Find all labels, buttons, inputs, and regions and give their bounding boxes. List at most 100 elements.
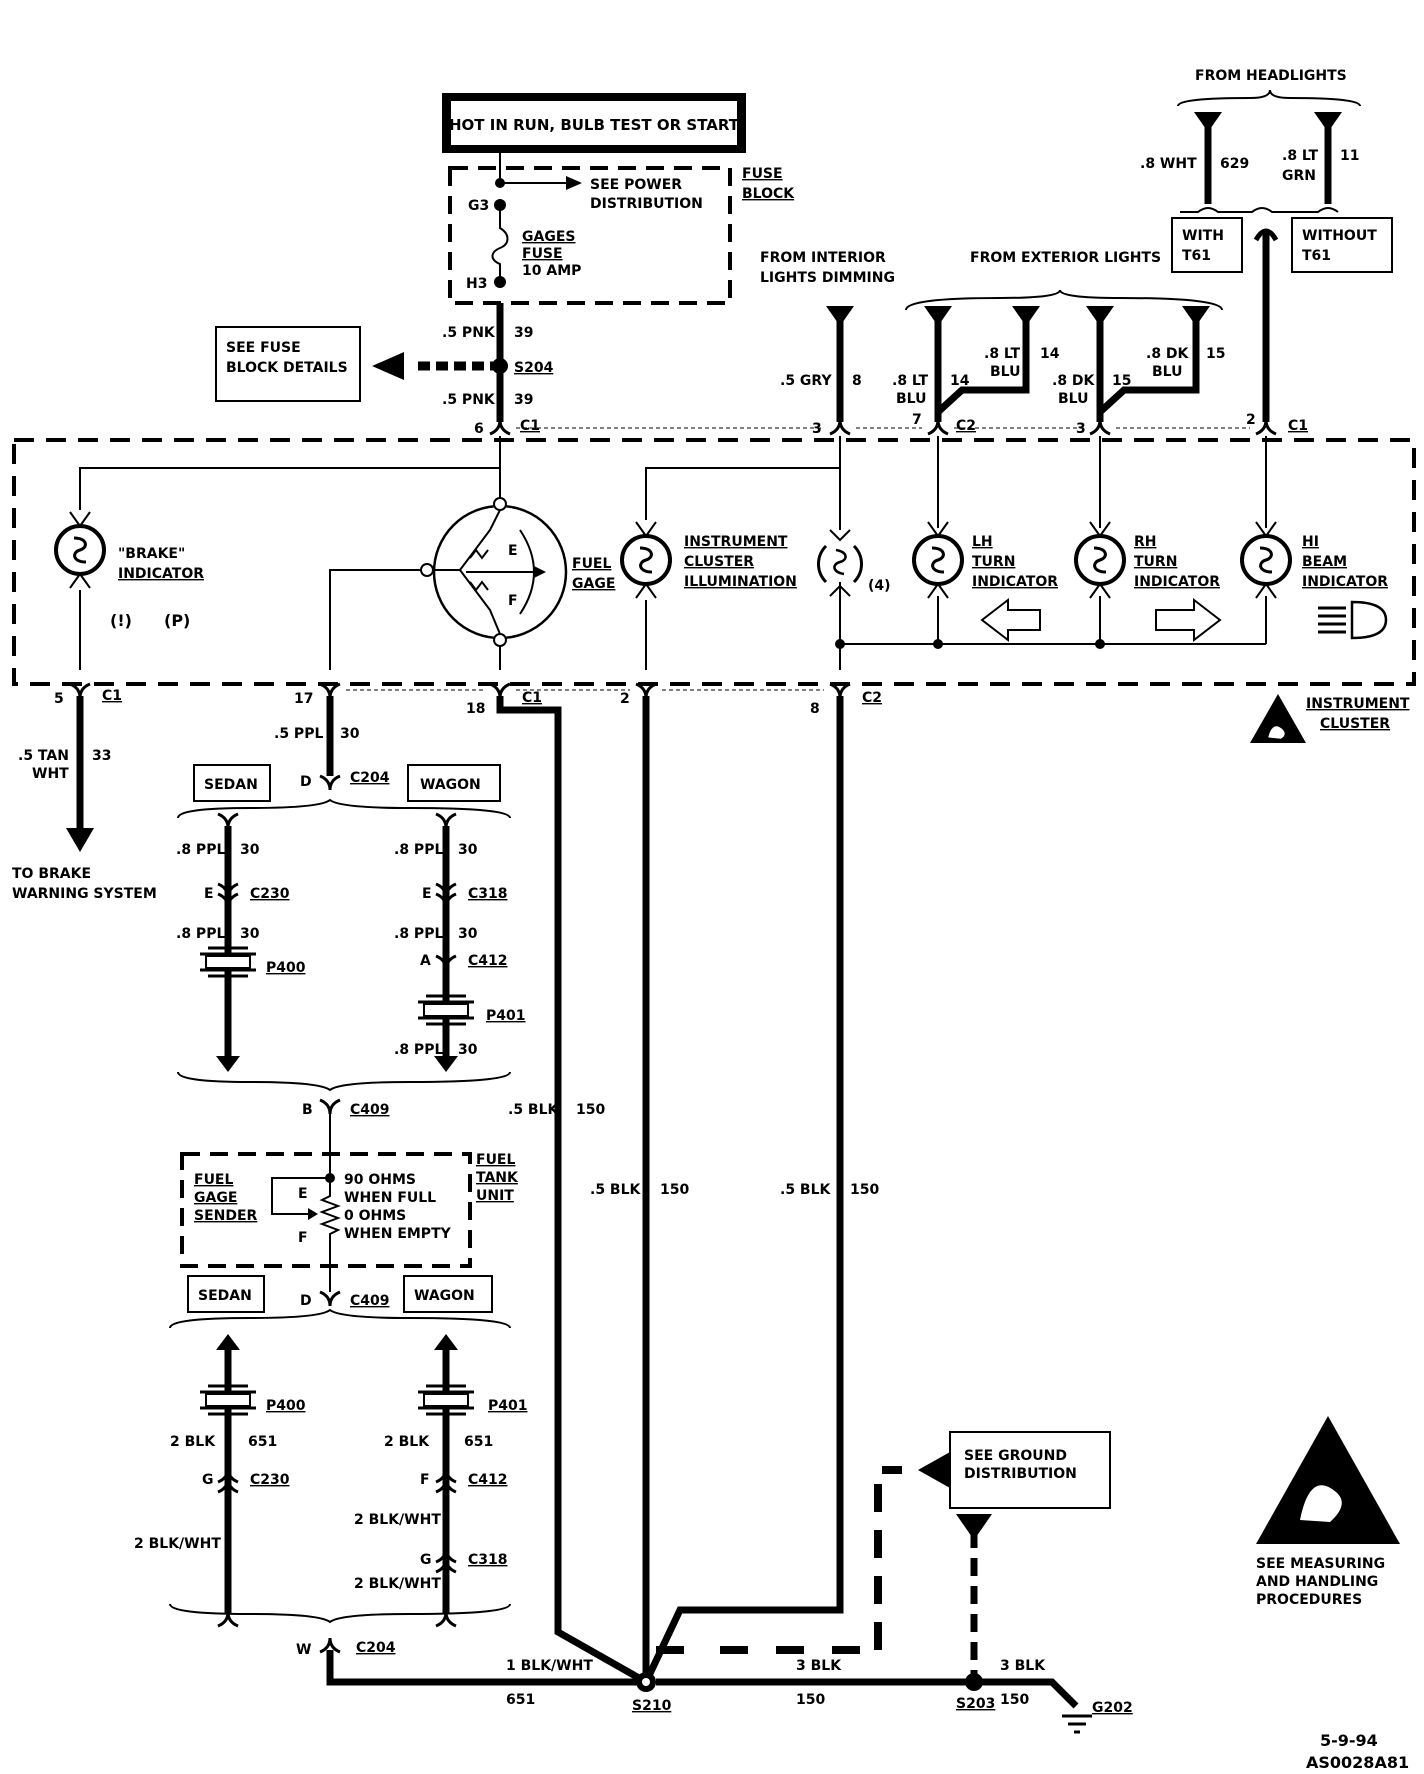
- fuel-gage-label-1: FUEL: [572, 556, 611, 572]
- brake-warning-wire: .5 TAN WHT 33 TO BRAKE WARNING SYSTEM: [12, 696, 157, 902]
- wire-ppl-w3-num: 30: [458, 1042, 478, 1058]
- pin-7: 7: [912, 412, 922, 428]
- gauge-e: E: [508, 543, 518, 559]
- illum-bulb-x4: (4): [817, 529, 891, 597]
- wire-tan-1: .5 TAN: [18, 748, 69, 764]
- wire-pnk-b-num: 39: [514, 392, 533, 408]
- ground-g202: G202: [1092, 1700, 1133, 1716]
- sender-spec-3: 0 OHMS: [344, 1208, 406, 1224]
- wire-651-circuit: D C409 SEDAN WAGON P400 2 BLK 651 G C230…: [134, 1266, 646, 1708]
- wire-blkwht-s: 2 BLK/WHT: [134, 1536, 221, 1552]
- pin-3b: 3: [1076, 421, 1086, 437]
- conn-p400-b: P400: [266, 1398, 306, 1414]
- pin-d-1: D: [300, 774, 312, 790]
- to-brake-2: WARNING SYSTEM: [12, 886, 157, 902]
- rh-label-2: TURN: [1134, 554, 1177, 570]
- wire-30-circuit: .5 PPL 30 D C204 SEDAN WAGON .8 PPL 30 E…: [176, 696, 525, 1178]
- wire-ppl-w1: .8 PPL: [394, 842, 443, 858]
- fuel-gage-symbol: E F: [420, 497, 568, 647]
- brake-label-2: INDICATOR: [118, 566, 204, 582]
- wire-blk-a-num: 150: [576, 1102, 605, 1118]
- hot-in-run-label: HOT IN RUN, BULB TEST OR START: [449, 116, 740, 134]
- cluster-bottom-connectors: 5 C1 17 18 C1 2 8 C2: [54, 682, 882, 717]
- fuse-block-title-1: FUSE: [742, 166, 783, 182]
- wire-ltblu-b-1: .8 LT: [984, 346, 1021, 362]
- conn-c1-a: C1: [520, 418, 540, 434]
- from-exterior-label: FROM EXTERIOR LIGHTS: [970, 250, 1161, 266]
- see-ground-distribution-box: SEE GROUND DISTRIBUTION: [918, 1431, 1111, 1509]
- wire-dkblu-a-1: .8 DK: [1052, 373, 1096, 389]
- conn-c412-b: C412: [468, 1472, 508, 1488]
- wire-ltblu-a-2: BLU: [896, 391, 926, 407]
- fuse-label-1: GAGES: [522, 229, 575, 245]
- lh-label-2: TURN: [972, 554, 1015, 570]
- wire-blk2-s: 2 BLK: [170, 1434, 216, 1450]
- pin-17: 17: [294, 691, 313, 707]
- wire-ltblu-a-num: 14: [950, 373, 970, 389]
- wire-ppl-w2-num: 30: [458, 926, 478, 942]
- from-interior-lights-group: FROM INTERIOR LIGHTS DIMMING .5 GRY 8: [760, 250, 895, 422]
- cluster-title-2: CLUSTER: [1320, 716, 1390, 732]
- conn-c409-a: C409: [350, 1102, 390, 1118]
- fuse-label-2: FUSE: [522, 246, 563, 262]
- conn-c1-c: C1: [102, 688, 122, 704]
- pin-2a: 2: [1246, 412, 1256, 428]
- wire-ltblu-b-num: 14: [1040, 346, 1060, 362]
- sender-e: E: [298, 1186, 308, 1202]
- brake-symbol-1: (!): [110, 611, 132, 630]
- wire-blkwht1: 1 BLK/WHT: [506, 1658, 593, 1674]
- sender-spec-1: 90 OHMS: [344, 1172, 416, 1188]
- diagram-code: AS0028A81: [1306, 1753, 1409, 1772]
- conn-c409-b: C409: [350, 1293, 390, 1309]
- diagram-date: 5-9-94: [1320, 1731, 1378, 1750]
- from-exterior-lights-group: FROM EXTERIOR LIGHTS .8 LT BLU 14 .8 LT …: [892, 250, 1225, 422]
- wire-dkblu-b-2: BLU: [1152, 364, 1182, 380]
- conn-p400-a: P400: [266, 960, 306, 976]
- gauge-f: F: [508, 593, 518, 609]
- esd-warning: SEE MEASURING AND HANDLING PROCEDURES: [1256, 1416, 1400, 1608]
- pin-8: 8: [810, 701, 820, 717]
- pin-g-2: G: [420, 1552, 432, 1568]
- brake-label-1: "BRAKE": [118, 546, 185, 562]
- conn-c318-a: C318: [468, 886, 508, 902]
- tank-label-2: TANK: [476, 1170, 519, 1186]
- pin-3a: 3: [812, 421, 822, 437]
- wire-gry-num: 8: [852, 373, 862, 389]
- from-interior-1: FROM INTERIOR: [760, 250, 886, 266]
- see-power-dist-1: SEE POWER: [590, 177, 682, 193]
- illum-label-3: ILLUMINATION: [684, 574, 797, 590]
- from-headlights-label: FROM HEADLIGHTS: [1195, 68, 1347, 84]
- wire-ltgrn-1: .8 LT: [1282, 148, 1319, 164]
- wire-ltgrn-2: GRN: [1282, 168, 1316, 184]
- wire-pnk-a-num: 39: [514, 325, 533, 341]
- sender-label-3: SENDER: [194, 1208, 258, 1224]
- wire-blk2-s-num: 651: [248, 1434, 277, 1450]
- pin-d-2: D: [300, 1293, 312, 1309]
- tank-label-3: UNIT: [476, 1188, 514, 1204]
- instrument-cluster: "BRAKE" INDICATOR (!) (P) E F FUEL GAGE …: [12, 436, 1416, 686]
- rh-label-3: INDICATOR: [1134, 574, 1220, 590]
- with-t61-1: WITH: [1182, 228, 1224, 244]
- wire-dkblu-a-num: 15: [1112, 373, 1131, 389]
- wire-ppl-w1-num: 30: [458, 842, 478, 858]
- cluster-title-1: INSTRUMENT: [1306, 696, 1410, 712]
- brake-symbol-2: (P): [164, 611, 190, 630]
- from-headlights-group: FROM HEADLIGHTS .8 WHT 629 .8 LT GRN 11 …: [1140, 68, 1393, 422]
- wire-blk3-a-num: 150: [796, 1692, 825, 1708]
- wire-blk-b-num: 150: [660, 1182, 689, 1198]
- wire-wht-num: 629: [1220, 156, 1249, 172]
- without-t61-1: WITHOUT: [1302, 228, 1377, 244]
- conn-c2-a: C2: [956, 418, 976, 434]
- wire-blkwht-w1: 2 BLK/WHT: [354, 1512, 441, 1528]
- pin-b-1: B: [302, 1102, 313, 1118]
- sedan-label-2: SEDAN: [198, 1288, 252, 1304]
- fuel-gage-label-2: GAGE: [572, 576, 615, 592]
- bulb-quantity: (4): [868, 578, 891, 594]
- with-t61-2: T61: [1182, 248, 1211, 264]
- to-brake-1: TO BRAKE: [12, 866, 91, 882]
- fuel-tank-unit: FUEL GAGE SENDER FUEL TANK UNIT E F 90 O…: [180, 1152, 519, 1270]
- rh-label-1: RH: [1134, 534, 1157, 550]
- wire-dkblu-a-2: BLU: [1058, 391, 1088, 407]
- fuse-block-title-2: BLOCK: [742, 186, 795, 202]
